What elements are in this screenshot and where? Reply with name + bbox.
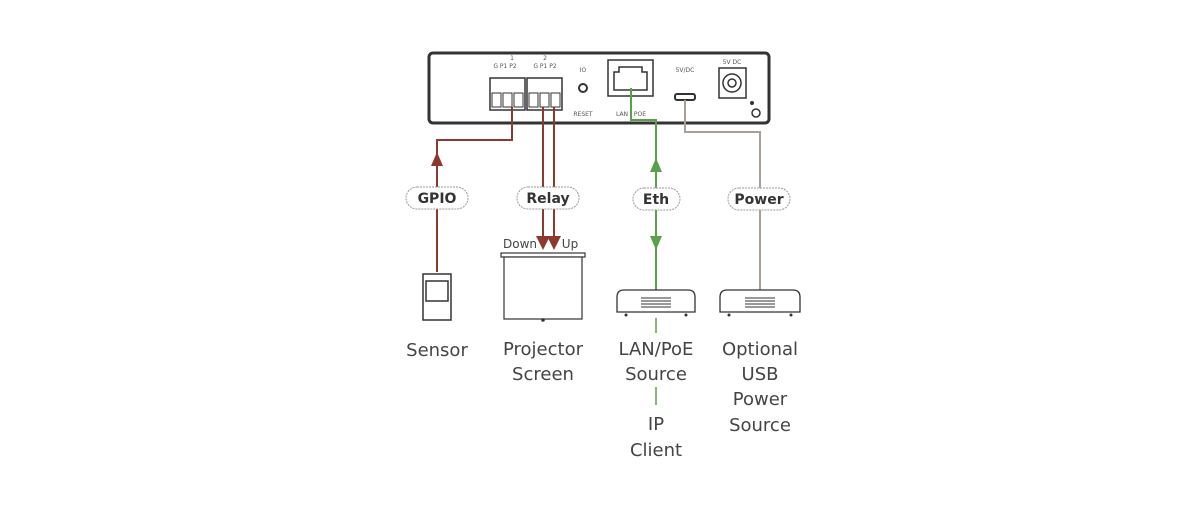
usb-power-source-label-line4: Source — [729, 415, 791, 436]
sensor-label: Sensor — [406, 340, 468, 361]
ip-client-label-line2: Client — [630, 440, 682, 461]
relay-down-label: Down — [503, 237, 537, 251]
usb-power-source-icon — [719, 289, 801, 317]
device-rear-panel: 1 G P1 P2 2 G P1 P2 IO RESET LAN / POE 5… — [427, 51, 771, 125]
eth-connection: Eth — [630, 88, 681, 333]
arrow-up-icon — [431, 152, 443, 166]
relay-connection: Relay Down Up — [503, 107, 580, 251]
usb-power-source-label-line1: Optional — [722, 339, 798, 360]
eth-label: Eth — [643, 192, 669, 208]
ip-client-label-line1: IP — [648, 414, 664, 435]
svg-text:G P1 P2: G P1 P2 — [533, 63, 557, 70]
projector-screen-label-line2: Screen — [512, 364, 574, 385]
arrow-down-icon — [536, 236, 550, 250]
gpio-terminal-block: 1 G P1 P2 — [489, 55, 526, 111]
relay-up-label: Up — [562, 237, 578, 251]
sensor-icon — [422, 273, 452, 321]
svg-text:2: 2 — [543, 55, 547, 62]
dc-power-jack: 5V DC — [718, 59, 761, 118]
arrow-down-icon — [650, 236, 662, 250]
lan-poe-source-icon — [616, 289, 696, 317]
gpio-connection: GPIO — [405, 107, 513, 272]
svg-text:1: 1 — [510, 55, 514, 62]
svg-text:5V DC: 5V DC — [723, 59, 742, 66]
lan-poe-source-label-line1: LAN/PoE — [619, 339, 694, 360]
projector-screen-label-line1: Projector — [503, 339, 584, 360]
arrow-down-icon — [547, 236, 561, 250]
power-label: Power — [734, 192, 783, 208]
usb-power-source-label-line3: Power — [733, 389, 788, 410]
projector-screen-icon — [500, 252, 586, 322]
relay-terminal-block: 2 G P1 P2 — [526, 55, 563, 111]
relay-label: Relay — [526, 191, 569, 207]
lan-poe-source-label-line2: Source — [625, 364, 687, 385]
usb-power-source-label-line2: USB — [742, 364, 779, 385]
svg-text:5V/DC: 5V/DC — [676, 67, 695, 74]
gpio-label: GPIO — [418, 191, 457, 207]
arrow-up-icon — [650, 158, 662, 172]
svg-text:G P1 P2: G P1 P2 — [493, 63, 517, 70]
reset-button — [578, 83, 588, 93]
svg-text:IO: IO — [580, 67, 587, 74]
svg-text:RESET: RESET — [573, 111, 593, 118]
power-connection: Power — [684, 100, 791, 290]
ground-icon — [751, 108, 761, 118]
